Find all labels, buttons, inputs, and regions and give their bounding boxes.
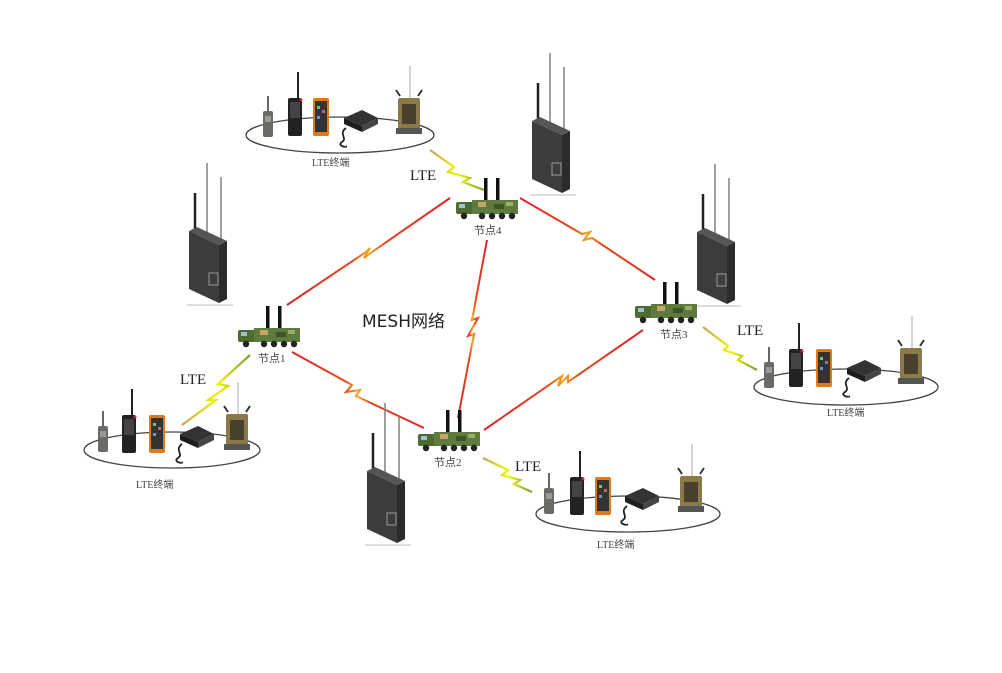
smartphone-icon [313, 98, 329, 136]
lte-link-n3-right [702, 326, 758, 371]
base-station-icon [693, 162, 743, 308]
vehicle-radio-icon [620, 487, 660, 526]
mesh-network-title: MESH网络 [362, 312, 445, 332]
vehicle-node-icon [635, 282, 697, 324]
base-station-icon [363, 401, 413, 547]
lte-label-right: LTE [737, 323, 763, 339]
rugged-phone-icon [287, 71, 304, 137]
node-label: 节点2 [434, 456, 462, 469]
terminal-group-label: LTE终端 [136, 478, 173, 491]
manpack-radio-icon [897, 315, 925, 385]
mesh-link-n2-n3 [483, 329, 644, 431]
lte-label-bottom: LTE [515, 459, 541, 475]
base-station-icon [528, 51, 578, 197]
mesh-link-n1-n2 [291, 351, 425, 429]
manpack-radio-icon [223, 381, 251, 451]
mesh-link-n4-n2 [457, 239, 488, 419]
node-label: 节点1 [258, 352, 286, 365]
vehicle-radio-icon [842, 359, 882, 398]
lte-link-n4-top [429, 149, 485, 192]
terminal-group-label: LTE终端 [597, 538, 634, 551]
node-label: 节点3 [660, 328, 688, 341]
lte-label-left: LTE [180, 372, 206, 388]
handheld-radio-icon [97, 410, 109, 453]
mesh-links [286, 197, 656, 431]
rugged-phone-icon [121, 388, 138, 454]
handheld-radio-icon [543, 472, 555, 515]
node-n4[interactable]: 节点4 [456, 178, 518, 237]
mesh-link-n1-n4 [286, 197, 451, 306]
terminal-group-right: LTE终端 [753, 315, 939, 419]
node-n2[interactable]: 节点2 [418, 410, 480, 469]
node-n3[interactable]: 节点3 [635, 282, 697, 341]
vehicle-radio-icon [339, 109, 379, 148]
lte-links [181, 149, 758, 494]
node-label: 节点4 [474, 224, 502, 237]
handheld-radio-icon [262, 95, 274, 138]
rugged-phone-icon [569, 450, 586, 516]
base-station-icon [185, 161, 235, 307]
terminal-group-top: LTE终端 [245, 65, 435, 169]
smartphone-icon [816, 349, 832, 387]
lte-label-top: LTE [410, 168, 436, 184]
rugged-phone-icon [788, 322, 805, 388]
smartphone-icon [595, 477, 611, 515]
manpack-radio-icon [395, 65, 423, 135]
handheld-radio-icon [763, 346, 775, 389]
smartphone-icon [149, 415, 165, 453]
terminal-group-bottom: LTE终端 [535, 443, 721, 551]
lte-link-n1-left [181, 354, 251, 426]
terminal-group-left: LTE终端 [83, 381, 261, 491]
terminal-group-label: LTE终端 [827, 406, 864, 419]
vehicle-node-icon [418, 410, 480, 452]
vehicle-node-icon [238, 306, 300, 348]
vehicle-node-icon [456, 178, 518, 220]
mesh-link-n4-n3 [519, 197, 656, 281]
manpack-radio-icon [677, 443, 705, 513]
terminal-group-label: LTE终端 [312, 156, 349, 169]
node-n1[interactable]: 节点1 [238, 306, 300, 365]
lte-link-n2-bottom [482, 457, 533, 494]
